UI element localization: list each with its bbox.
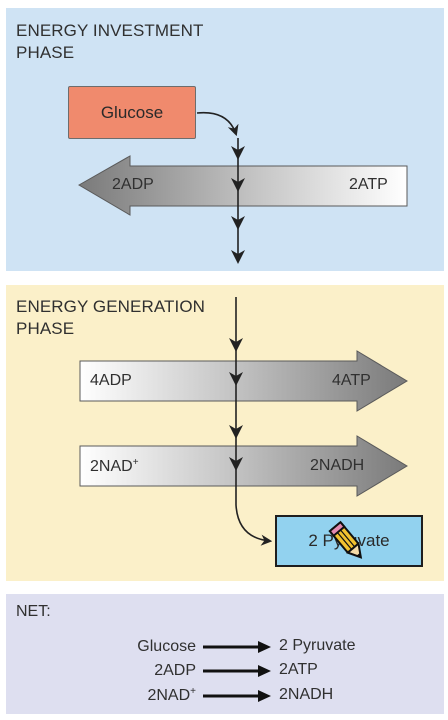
net-arrows [203,641,271,702]
investment-arrow-left-label: 2ADP [112,176,154,193]
pyruvate-flow-arrow [235,504,273,546]
energy-investment-panel: ENERGY INVESTMENT PHASE [6,8,444,271]
generation-right-arrow-2 [79,435,408,497]
net-row-left: 2ADP [154,662,196,679]
generation-arrow2-right-label: 2NADH [310,457,365,474]
flow-arrowhead [231,178,245,192]
generation-arrow1-right-label: 4ATP [332,372,371,389]
flow-arrowhead [231,216,245,230]
net-row-right: 2NADH [279,686,334,703]
flow-arrowhead [229,457,243,471]
generation-arrow2-left-label: 2NAD+ [90,457,139,475]
net-title: NET: [16,603,51,620]
net-panel: NET: [6,594,444,714]
generation-right-arrow-1 [79,350,408,412]
net-row-left: Glucose [137,638,196,655]
investment-arrow-right-label: 2ATP [349,176,388,193]
flow-arrowhead [231,146,245,160]
glucose-label: Glucose [100,102,164,122]
investment-phase-title: ENERGY INVESTMENT PHASE [16,21,204,62]
net-row-left: 2NAD+ [147,686,196,704]
flow-arrowhead [229,372,243,386]
net-row-right: 2ATP [279,661,318,678]
flow-arrowhead [229,425,243,439]
flow-arrowhead [229,338,243,352]
flow-arrowhead [231,250,245,264]
investment-left-arrow [78,155,408,216]
net-row-right: 2 Pyruvate [279,637,356,654]
pencil-cursor-icon [328,520,363,559]
glucose-box: Glucose [68,86,196,139]
generation-phase-title: ENERGY GENERATION PHASE [16,297,206,338]
generation-arrow1-left-label: 4ADP [90,372,132,389]
glucose-flow-arrow [196,111,239,137]
